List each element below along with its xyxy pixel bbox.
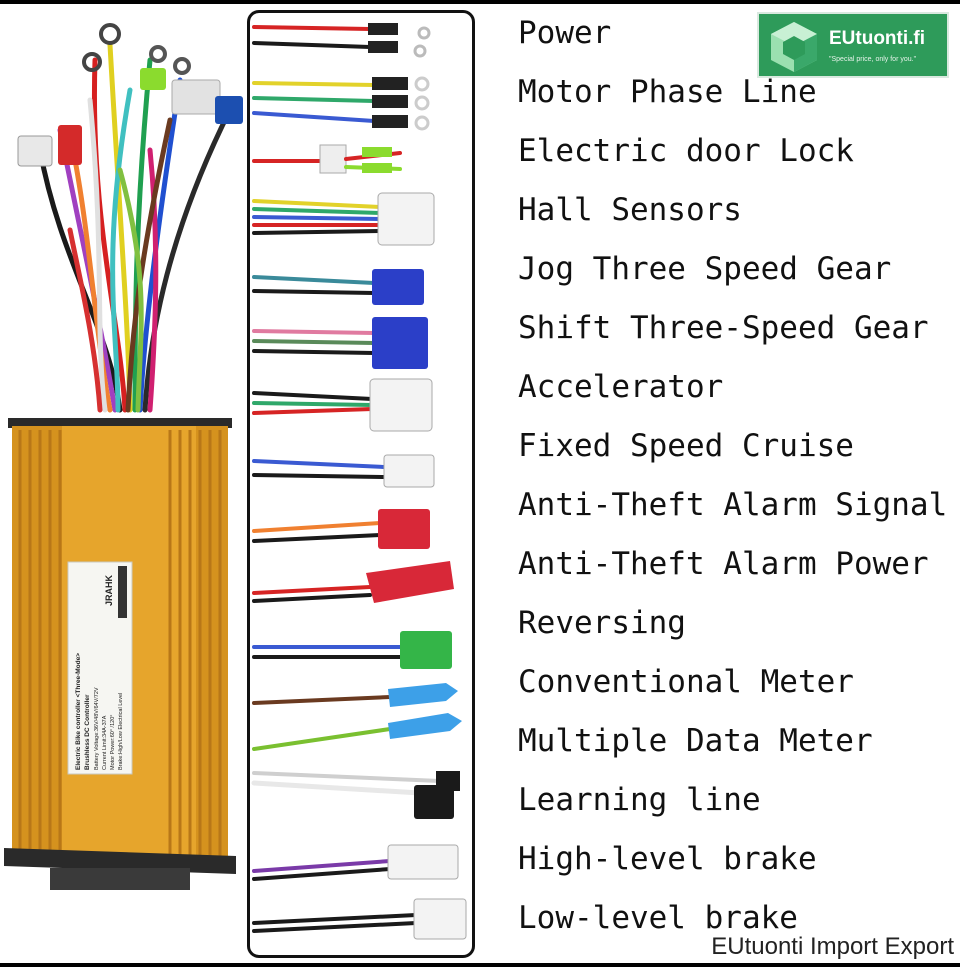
wire-alarm-power — [252, 561, 454, 603]
label-multiple-data-meter: Multiple Data Meter — [518, 723, 873, 759]
connector-white — [171, 79, 221, 115]
wire-conventional-meter — [252, 683, 458, 707]
label-learning-line: Learning line — [518, 782, 761, 818]
wire-multiple-data-meter — [252, 713, 462, 751]
label-accelerator: Accelerator — [518, 369, 724, 405]
sticker-line2: Brushless DC Controller — [84, 694, 91, 770]
label-power: Power — [518, 15, 612, 51]
top-border — [0, 0, 960, 4]
logo-name: EUtuonti.fi — [829, 28, 926, 49]
ring-terminal — [82, 52, 102, 72]
wire-reversing — [252, 631, 452, 669]
wire-accelerator — [252, 378, 433, 432]
connector-blue — [215, 96, 243, 124]
bottom-border — [0, 963, 960, 967]
label-anti-theft-alarm-signal: Anti-Theft Alarm Signal — [518, 487, 948, 523]
wire-panel — [247, 10, 475, 958]
connector-white — [17, 135, 53, 167]
wire-alarm-signal — [252, 509, 430, 549]
wire-jog-three-speed — [252, 269, 424, 305]
label-shift-three-speed-gear: Shift Three-Speed Gear — [518, 310, 929, 346]
sticker-line3: Battery Voltage:36V/48V/64V/72V — [94, 687, 100, 770]
wire-shift-three-speed — [252, 317, 428, 369]
wire-label-list: Power Motor Phase Line Electric door Loc… — [518, 12, 958, 956]
sticker-line4: Current Limit:34A-37A — [102, 715, 108, 770]
brand-logo: EUtuonti.fi "Special price, only for you… — [757, 12, 949, 78]
wire-low-level-brake — [252, 898, 467, 940]
cube-logo-icon — [771, 22, 817, 72]
ring-terminal — [99, 23, 121, 45]
wire-motor-phase — [252, 76, 430, 131]
label-hall-sensors: Hall Sensors — [518, 192, 742, 228]
wire-fixed-speed-cruise — [252, 454, 435, 488]
label-motor-phase-line: Motor Phase Line — [518, 74, 817, 110]
sticker-barcode — [118, 566, 127, 618]
label-high-level-brake: High-level brake — [518, 841, 817, 877]
wire-learning-line — [251, 771, 460, 819]
wire-door-lock — [252, 144, 402, 174]
wire-hall-sensors — [252, 192, 435, 246]
wire-power — [252, 23, 431, 58]
label-jog-three-speed-gear: Jog Three Speed Gear — [518, 251, 892, 287]
wire-high-level-brake — [252, 844, 459, 881]
label-electric-door-lock: Electric door Lock — [518, 133, 854, 169]
footer-watermark: EUtuonti Import Export — [709, 933, 956, 961]
label-anti-theft-alarm-power: Anti-Theft Alarm Power — [518, 546, 929, 582]
controller-illustration: Electric Bike controller <Three-Mode> Br… — [4, 23, 243, 890]
connector-green — [140, 68, 166, 90]
ring-terminal — [149, 45, 167, 63]
sticker-line1: Electric Bike controller <Three-Mode> — [75, 653, 82, 770]
wire-bundle — [37, 42, 233, 413]
label-conventional-meter: Conventional Meter — [518, 664, 854, 700]
wire-illustrations — [251, 23, 467, 940]
sticker-brand: JRAHK — [104, 574, 114, 606]
label-reversing: Reversing — [518, 605, 686, 641]
label-fixed-speed-cruise: Fixed Speed Cruise — [518, 428, 854, 464]
sticker-line6: Brake:High/Low Electrical Level — [118, 693, 124, 770]
ring-terminal — [173, 57, 191, 75]
label-low-level-brake: Low-level brake — [518, 900, 798, 936]
connector-red — [58, 125, 82, 165]
sticker-line5: Motor Power:60° /120° — [110, 715, 116, 770]
logo-tagline: "Special price, only for you." — [829, 56, 917, 63]
